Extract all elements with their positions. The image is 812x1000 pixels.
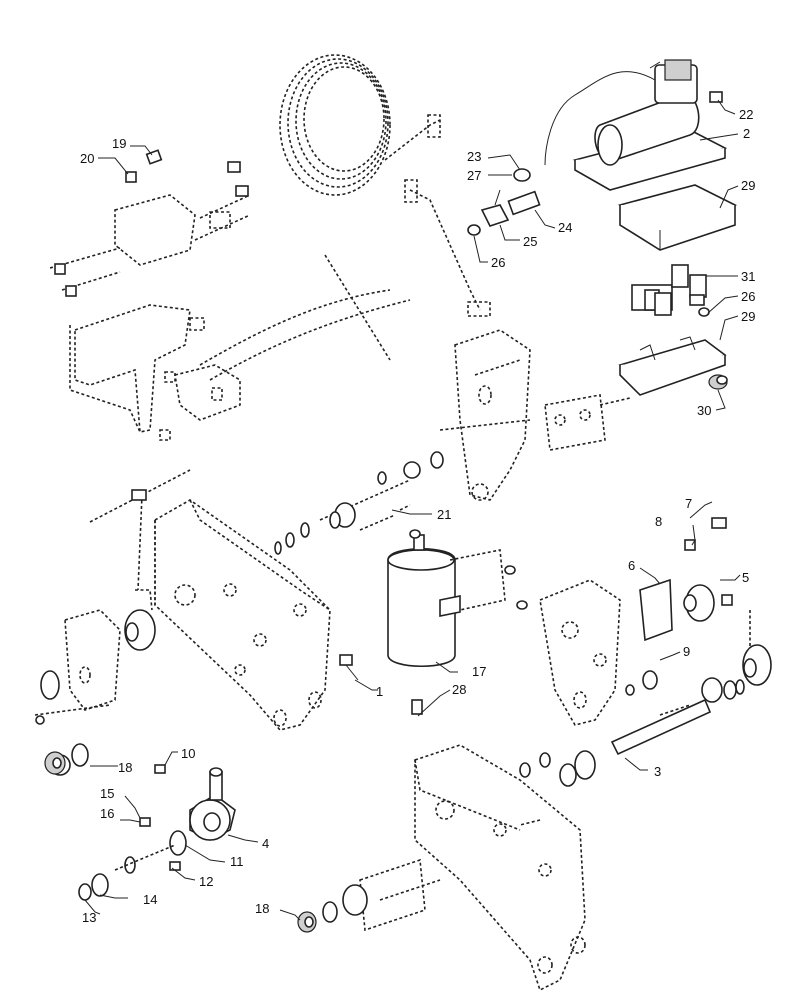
- air-compressor: [544, 59, 728, 191]
- callout-8: 8: [655, 514, 662, 529]
- callout-15: 15: [100, 786, 114, 801]
- tie-rod: [89, 469, 191, 611]
- air-fittings-group: [467, 168, 541, 236]
- callout-20: 20: [80, 151, 94, 166]
- callout-23: 23: [467, 149, 481, 164]
- air-tank: [387, 529, 528, 668]
- bolt-1: [339, 654, 359, 681]
- callout-7: 7: [685, 496, 692, 511]
- callout-11: 11: [230, 854, 244, 869]
- nut-20: [125, 171, 137, 183]
- bolt-19: [145, 149, 163, 165]
- callout-9: 9: [683, 644, 690, 659]
- leader-lines: [84, 99, 741, 921]
- axle-rod: [610, 677, 745, 756]
- steering-knuckle: [49, 743, 236, 901]
- callout-24: 24: [558, 220, 572, 235]
- upper-frame-section: [377, 329, 631, 501]
- nut-18-upper: [44, 751, 66, 775]
- upper-left-bracket-assembly: [49, 161, 491, 441]
- callout-21: 21: [437, 507, 451, 522]
- right-frame-section: [539, 517, 733, 726]
- callout-26-upper: 26: [491, 255, 505, 270]
- callout-19: 19: [112, 136, 126, 151]
- main-left-frame: [154, 499, 331, 731]
- callout-10: 10: [181, 746, 195, 761]
- callout-30: 30: [697, 403, 711, 418]
- callout-12: 12: [199, 874, 213, 889]
- callout-3: 3: [654, 764, 661, 779]
- callout-31: 31: [741, 269, 755, 284]
- callout-4: 4: [262, 836, 269, 851]
- control-box-cover: [618, 184, 738, 251]
- callout-29-upper: 29: [741, 178, 755, 193]
- callout-2: 2: [743, 126, 750, 141]
- callout-17: 17: [472, 664, 486, 679]
- callout-29-lower: 29: [741, 309, 755, 324]
- solenoid-valve-block: [631, 264, 710, 317]
- callout-26-lower: 26: [741, 289, 755, 304]
- callout-1: 1: [376, 684, 383, 699]
- callout-labels: 1 2 3 4 5 6 7 8 9 10 11 12 13 14 15 16 1…: [80, 107, 755, 925]
- right-pulley-wheel: [625, 610, 772, 696]
- lower-center-frame: [322, 744, 596, 992]
- callout-18-upper: 18: [118, 760, 132, 775]
- left-pulley-wheel: [34, 609, 156, 725]
- nut-18-lower: [297, 911, 317, 933]
- callout-25: 25: [523, 234, 537, 249]
- drive-shaft-assembly: [274, 479, 411, 555]
- callout-6: 6: [628, 558, 635, 573]
- callout-14: 14: [143, 892, 157, 907]
- callout-28: 28: [452, 682, 466, 697]
- callout-22: 22: [739, 107, 753, 122]
- fitting-30: [708, 374, 728, 390]
- callout-16: 16: [100, 806, 114, 821]
- drain-valve-28: [411, 699, 423, 715]
- callout-27: 27: [467, 168, 481, 183]
- coiled-air-hose: [279, 54, 441, 196]
- callout-18-lower: 18: [255, 901, 269, 916]
- callout-13: 13: [82, 910, 96, 925]
- callout-5: 5: [742, 570, 749, 585]
- valve-mounting-tray: [618, 336, 727, 396]
